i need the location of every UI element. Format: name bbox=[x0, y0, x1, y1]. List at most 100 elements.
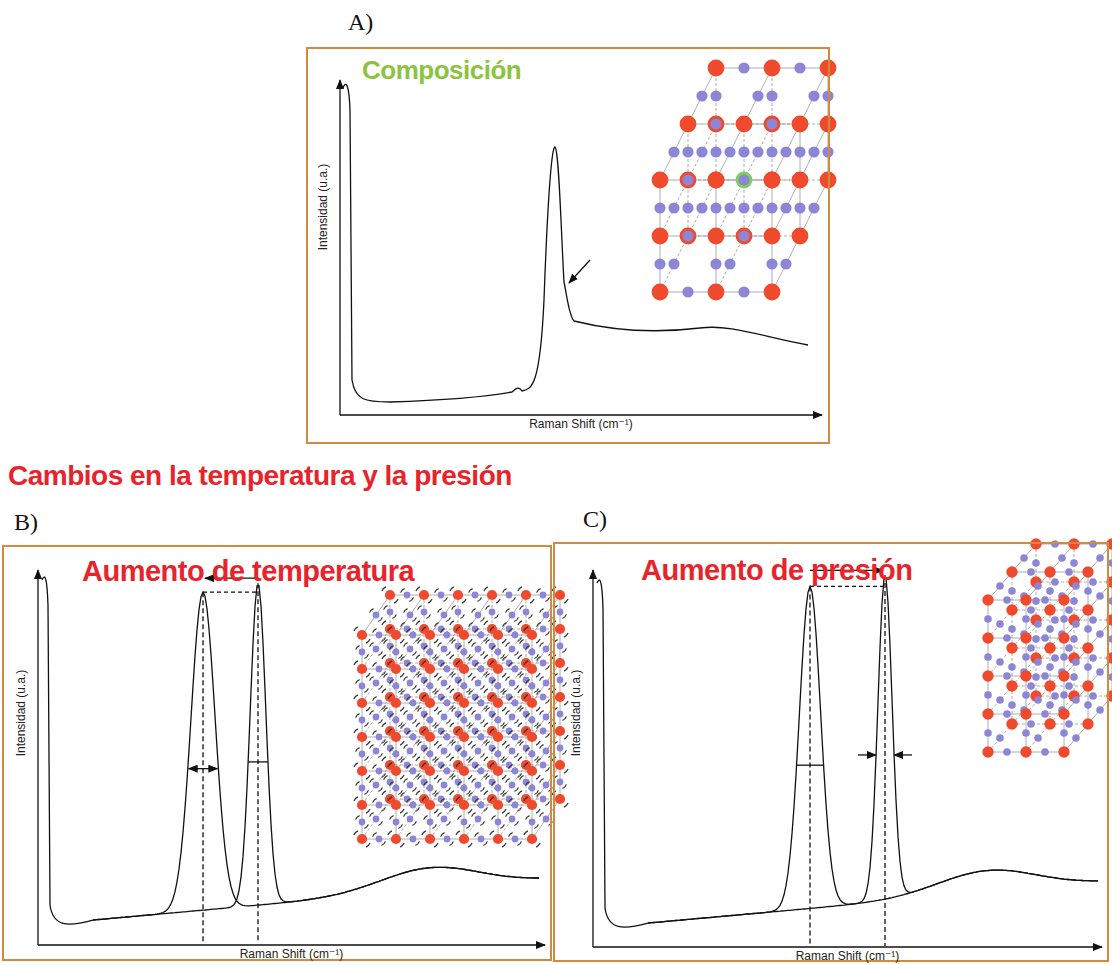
atom bbox=[1003, 596, 1011, 604]
vibration-mark bbox=[432, 790, 436, 794]
vibration-mark bbox=[526, 748, 530, 752]
atom bbox=[425, 834, 435, 844]
atom bbox=[475, 612, 482, 619]
atom bbox=[1027, 606, 1035, 614]
vibration-mark bbox=[466, 790, 470, 794]
vibration-mark bbox=[416, 791, 420, 795]
vibration-mark bbox=[545, 597, 549, 601]
vibration-mark bbox=[536, 809, 540, 813]
vibration-mark bbox=[517, 637, 521, 641]
atom bbox=[543, 782, 550, 789]
vibration-mark bbox=[422, 763, 426, 767]
atom bbox=[385, 590, 395, 600]
atom bbox=[357, 800, 367, 810]
atom bbox=[506, 796, 513, 803]
atom bbox=[1020, 708, 1031, 719]
vibration-mark bbox=[373, 799, 377, 803]
atom bbox=[404, 660, 411, 667]
atom bbox=[557, 643, 564, 650]
vibration-mark bbox=[458, 782, 462, 786]
vibration-mark bbox=[480, 753, 484, 757]
vibration-mark bbox=[484, 621, 488, 625]
atom bbox=[373, 714, 380, 721]
vibration-mark bbox=[424, 680, 428, 684]
atom bbox=[738, 230, 749, 241]
vibration-mark bbox=[366, 741, 370, 745]
atom bbox=[1008, 587, 1016, 595]
vibration-mark bbox=[502, 843, 506, 847]
atom bbox=[421, 677, 428, 684]
vibration-mark bbox=[449, 705, 453, 709]
vibration-mark bbox=[438, 779, 442, 783]
x-axis-label: Raman Shift (cm⁻¹) bbox=[529, 417, 633, 431]
vibration-mark bbox=[446, 617, 450, 621]
atom bbox=[459, 834, 469, 844]
raman-spectrum bbox=[42, 577, 93, 924]
vibration-mark bbox=[480, 651, 484, 655]
vibration-mark bbox=[388, 729, 392, 733]
vibration-mark bbox=[416, 689, 420, 693]
atom bbox=[1065, 682, 1073, 690]
atom bbox=[652, 284, 669, 301]
vibration-mark bbox=[509, 697, 513, 701]
vibration-mark bbox=[364, 756, 368, 760]
atom bbox=[376, 768, 383, 775]
atom bbox=[391, 698, 401, 708]
atom bbox=[373, 646, 380, 653]
atom bbox=[489, 609, 496, 616]
atom bbox=[1096, 706, 1104, 714]
vibration-mark bbox=[438, 609, 442, 613]
atom bbox=[764, 116, 781, 133]
vibration-mark bbox=[382, 587, 386, 591]
atom bbox=[461, 649, 468, 656]
atom bbox=[696, 90, 707, 101]
atom bbox=[682, 174, 693, 185]
atom bbox=[489, 711, 496, 718]
atom bbox=[509, 714, 516, 721]
atom bbox=[1044, 718, 1055, 729]
vibration-mark bbox=[441, 663, 445, 667]
atom bbox=[1070, 673, 1078, 681]
atom bbox=[455, 745, 462, 752]
atom bbox=[509, 748, 516, 755]
atom bbox=[493, 800, 503, 810]
vibration-mark bbox=[469, 623, 473, 627]
vibration-mark bbox=[456, 661, 460, 665]
atom bbox=[478, 768, 485, 775]
atom bbox=[419, 590, 429, 600]
vibration-mark bbox=[438, 677, 442, 681]
vibration-mark bbox=[381, 841, 385, 845]
vibration-mark bbox=[434, 741, 438, 745]
atom bbox=[407, 782, 414, 789]
atom bbox=[527, 766, 537, 776]
atom bbox=[543, 816, 550, 823]
atom bbox=[376, 802, 383, 809]
atom bbox=[495, 683, 502, 690]
atom bbox=[1034, 696, 1042, 704]
atom bbox=[668, 202, 679, 213]
vibration-mark bbox=[382, 757, 386, 761]
vibration-mark bbox=[370, 677, 374, 681]
vibration-mark bbox=[540, 677, 544, 681]
vibration-mark bbox=[390, 782, 394, 786]
panel-letter: B) bbox=[14, 509, 38, 536]
vibration-mark bbox=[483, 807, 487, 811]
vibration-mark bbox=[407, 833, 411, 837]
vibration-mark bbox=[404, 779, 408, 783]
panel-box: B)Aumento de temperatura bbox=[2, 545, 552, 961]
vibration-mark bbox=[364, 790, 368, 794]
atom bbox=[1020, 554, 1028, 562]
atom bbox=[529, 683, 536, 690]
atom bbox=[1034, 582, 1042, 590]
y-axis bbox=[592, 570, 593, 947]
vibration-mark bbox=[469, 589, 473, 593]
vibration-mark bbox=[509, 663, 513, 667]
vibration-mark bbox=[412, 753, 416, 757]
vibration-mark bbox=[441, 765, 445, 769]
atom bbox=[357, 766, 367, 776]
atom bbox=[425, 732, 435, 742]
vibration-mark bbox=[354, 729, 358, 733]
vibration-mark bbox=[415, 637, 419, 641]
atom bbox=[1044, 680, 1055, 691]
vibration-mark bbox=[388, 695, 392, 699]
